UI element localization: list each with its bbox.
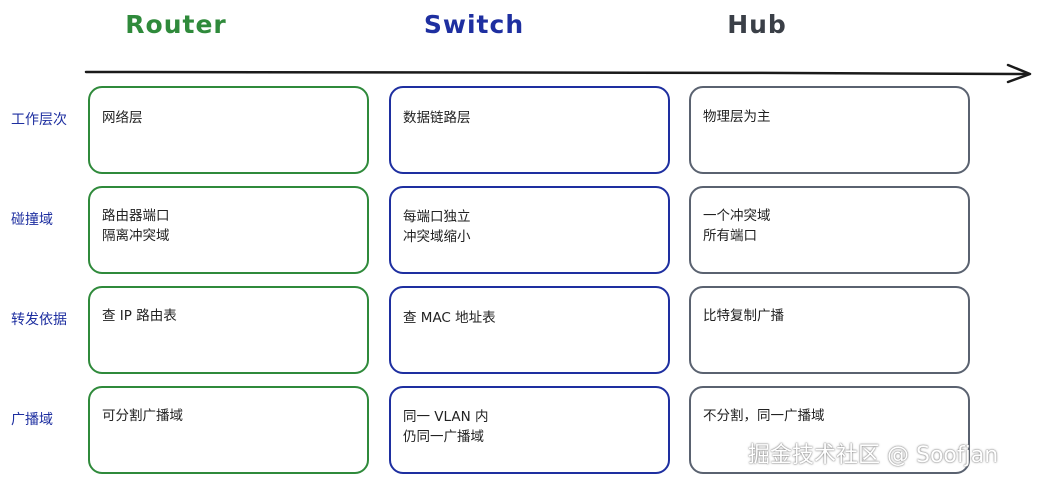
cell-text: 查 MAC 地址表	[403, 310, 496, 326]
cell-switch-layer: 数据链路层	[389, 86, 670, 174]
cell-text: 不分割，同一广播域	[703, 408, 825, 424]
cell-text: 一个冲突域	[703, 208, 771, 224]
cell-text: 仍同一广播域	[403, 429, 484, 445]
cell-hub-collision: 一个冲突域 所有端口	[689, 186, 970, 274]
cell-router-collision: 路由器端口 隔离冲突域	[88, 186, 369, 274]
row-label-layer: 工作层次	[11, 112, 67, 128]
cell-text: 所有端口	[703, 228, 757, 244]
cell-text: 查 IP 路由表	[102, 308, 177, 324]
cell-switch-collision: 每端口独立 冲突域缩小	[389, 186, 670, 274]
cell-text: 同一 VLAN 内	[403, 409, 489, 425]
cell-switch-forwarding: 查 MAC 地址表	[389, 286, 670, 374]
cell-text: 网络层	[102, 110, 143, 126]
row-label-forwarding-basis: 转发依据	[11, 312, 67, 328]
cell-switch-broadcast: 同一 VLAN 内 仍同一广播域	[389, 386, 670, 474]
cell-text: 隔离冲突域	[102, 228, 170, 244]
cell-router-layer: 网络层	[88, 86, 369, 174]
cell-text: 可分割广播域	[102, 408, 183, 424]
row-label-collision-domain: 碰撞域	[11, 212, 53, 228]
cell-text: 路由器端口	[102, 208, 170, 224]
cell-router-broadcast: 可分割广播域	[88, 386, 369, 474]
column-header-switch: Switch	[423, 10, 525, 39]
watermark: 掘金技术社区 @ Soofjan	[748, 443, 999, 468]
cell-text: 数据链路层	[403, 110, 471, 126]
cell-router-forwarding: 查 IP 路由表	[88, 286, 369, 374]
cell-text: 物理层为主	[703, 109, 771, 125]
row-label-broadcast-domain: 广播域	[11, 412, 53, 428]
cell-hub-forwarding: 比特复制广播	[689, 286, 970, 374]
cell-text: 冲突域缩小	[403, 229, 471, 245]
cell-hub-broadcast: 不分割，同一广播域	[689, 386, 970, 474]
cell-hub-layer: 物理层为主	[689, 86, 970, 174]
cell-text: 每端口独立	[403, 209, 471, 225]
column-header-router: Router	[125, 10, 227, 39]
column-header-hub: Hub	[727, 10, 787, 39]
cell-text: 比特复制广播	[703, 308, 784, 324]
